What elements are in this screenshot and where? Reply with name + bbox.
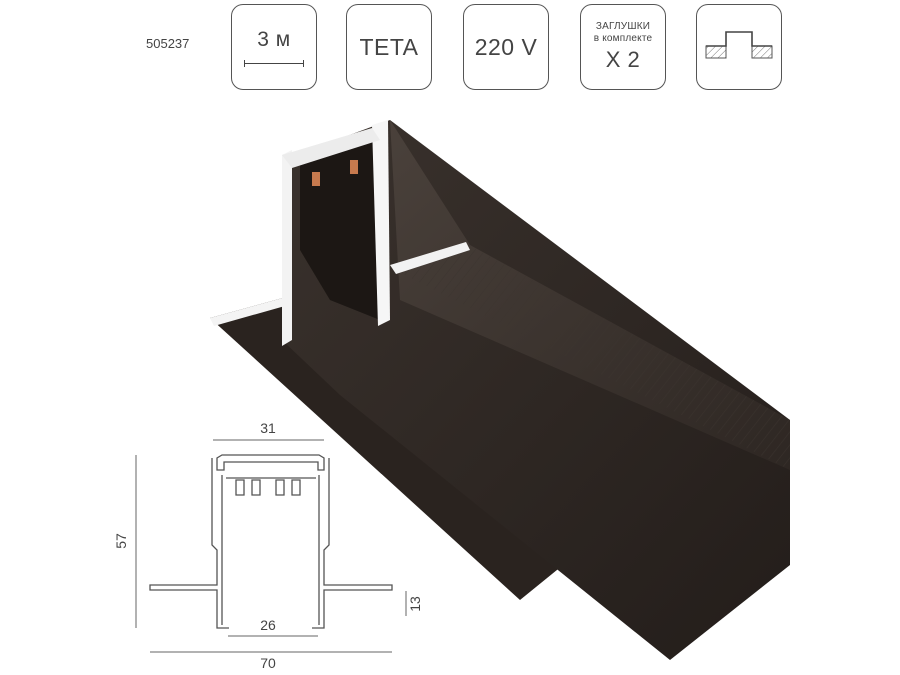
voltage-value: 220 V bbox=[474, 33, 538, 60]
mounting-type-badge bbox=[696, 4, 782, 90]
series-badge: TETA bbox=[346, 4, 432, 90]
profile-3d-render bbox=[210, 120, 790, 660]
dim-top-width: 31 bbox=[260, 420, 276, 436]
end-caps-count: X 2 bbox=[605, 47, 641, 72]
right-wall-aluminum bbox=[372, 120, 390, 326]
contact-left bbox=[312, 172, 320, 186]
series-value: TETA bbox=[359, 33, 419, 60]
track-channel bbox=[300, 140, 382, 320]
cross-section-drawing bbox=[149, 454, 393, 629]
dim-height: 57 bbox=[113, 533, 129, 549]
left-wall-aluminum bbox=[282, 150, 292, 346]
right-flange-ribs bbox=[395, 245, 790, 470]
dim-flange-height: 13 bbox=[407, 596, 423, 612]
voltage-badge: 220 V bbox=[463, 4, 549, 90]
dimension-lines bbox=[135, 439, 407, 653]
length-value: 3 м bbox=[257, 27, 291, 51]
end-caps-sublabel: в комплекте bbox=[593, 33, 653, 44]
end-caps-badge: ЗАГЛУШКИ в комплекте X 2 bbox=[580, 4, 666, 90]
contacts-outline bbox=[235, 479, 301, 496]
contact-right bbox=[350, 160, 358, 174]
profile-outline bbox=[216, 454, 325, 471]
article-number: 505237 bbox=[146, 36, 190, 51]
dim-inner-width: 26 bbox=[260, 617, 276, 633]
length-scale-icon bbox=[244, 59, 304, 67]
end-caps-label: ЗАГЛУШКИ bbox=[595, 21, 651, 32]
length-badge: 3 м bbox=[231, 4, 317, 90]
top-rim-aluminum bbox=[282, 128, 380, 168]
dim-total-width: 70 bbox=[260, 655, 276, 671]
flange-edge bbox=[210, 296, 292, 326]
recessed-mount-icon bbox=[705, 31, 773, 59]
right-flange-edge bbox=[390, 242, 470, 274]
